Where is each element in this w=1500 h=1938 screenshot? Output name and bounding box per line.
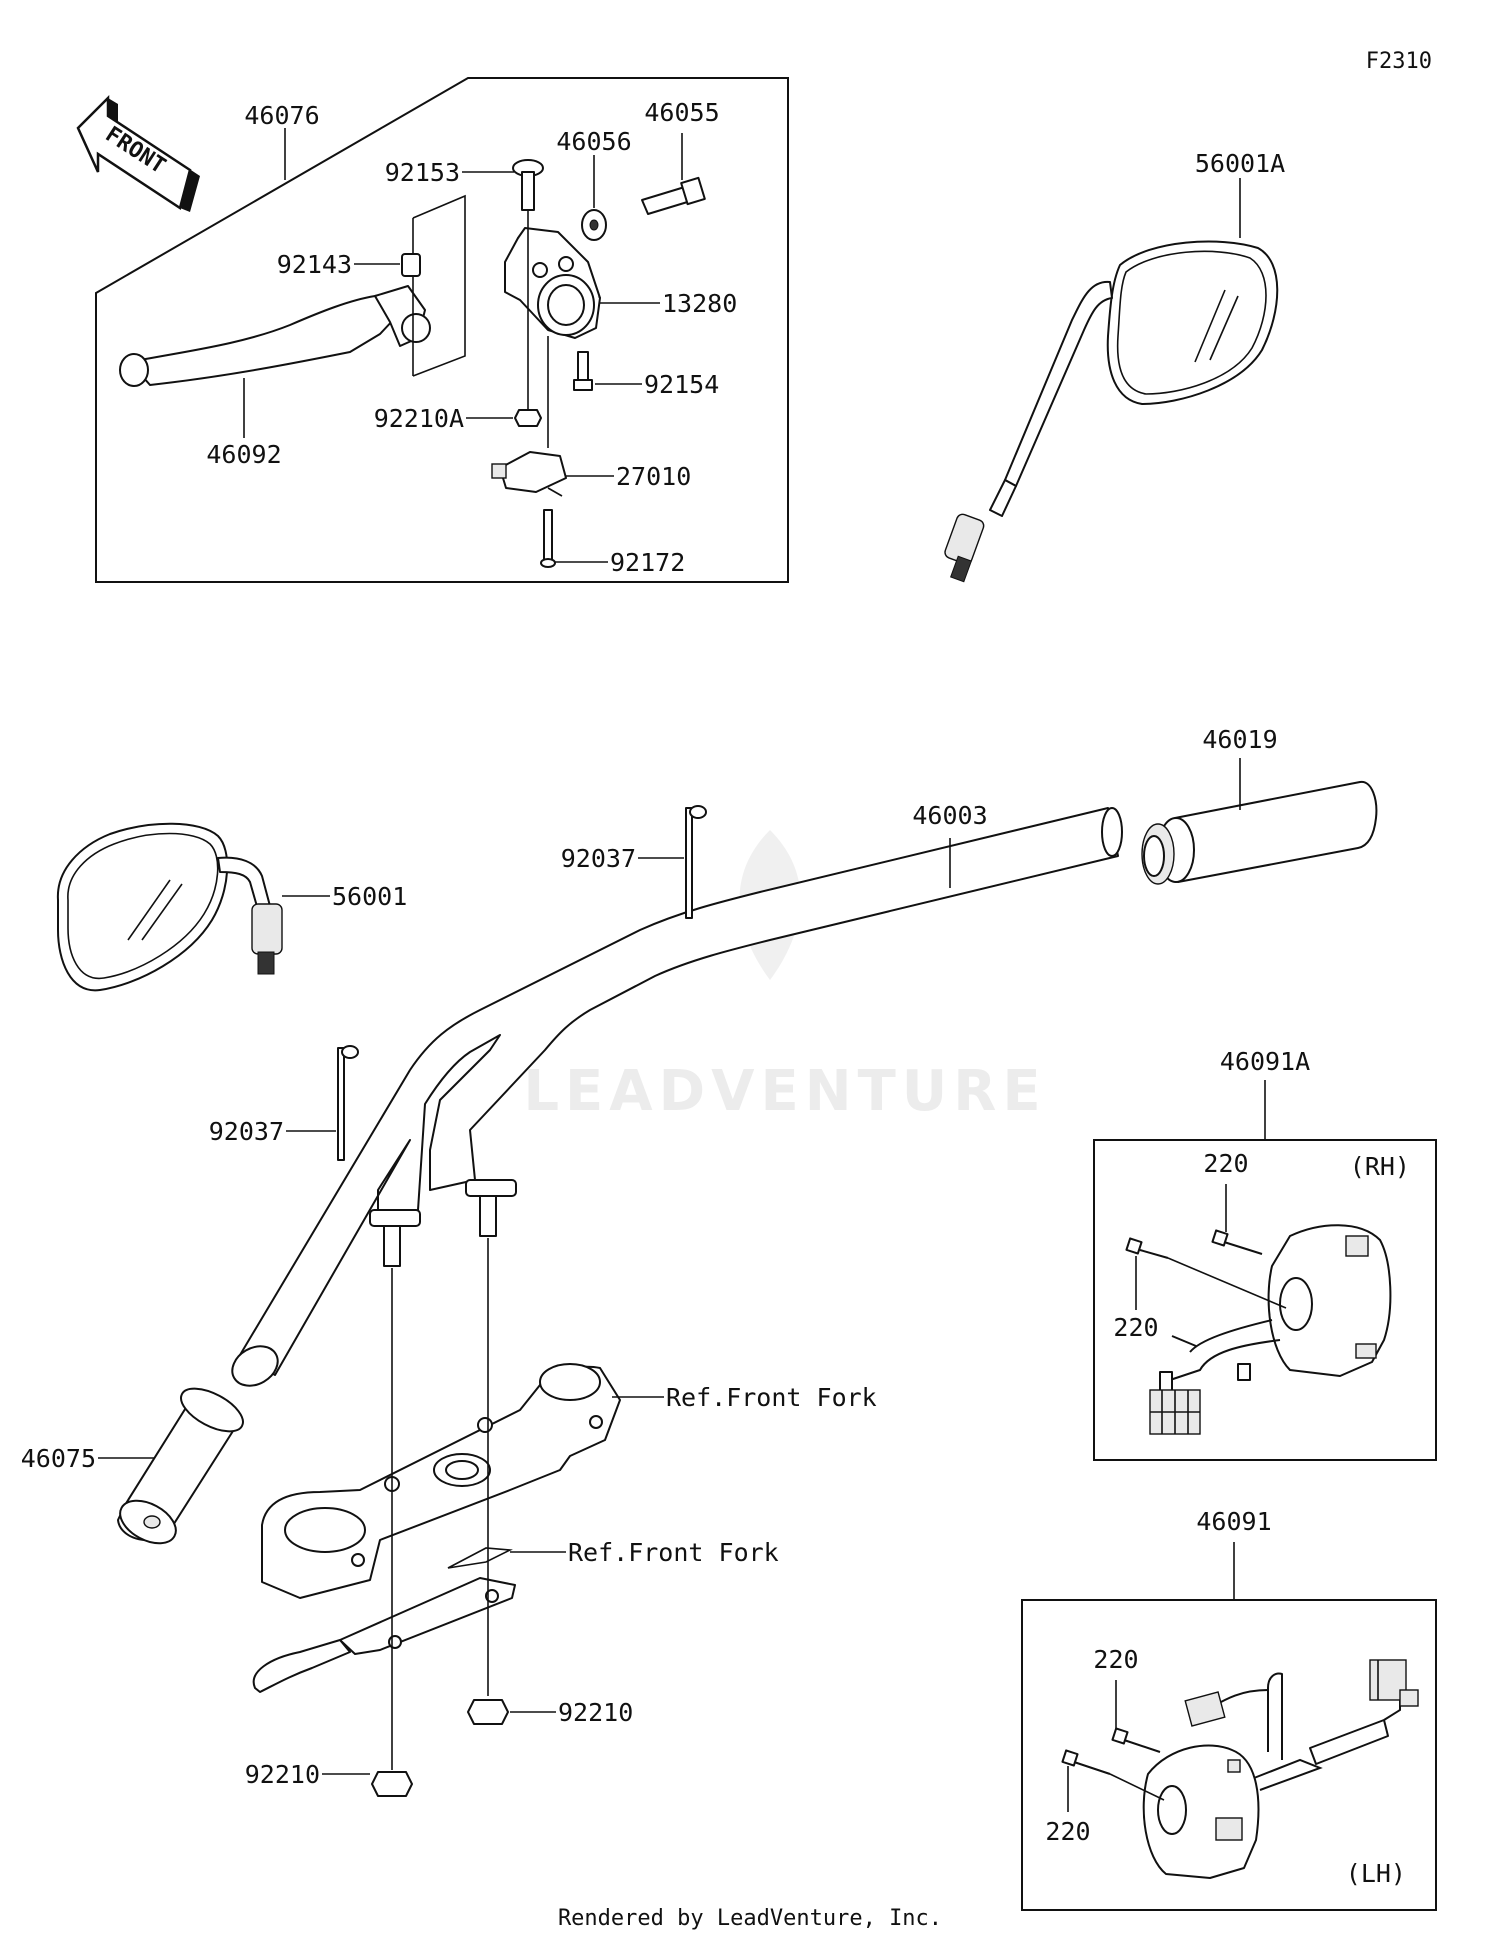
label-27010: 27010 bbox=[616, 462, 691, 491]
ref-front-fork-label-upper: Ref.Front Fork bbox=[666, 1383, 877, 1412]
part-46075-grip bbox=[117, 1387, 244, 1545]
label-220-lh-lower: 220 bbox=[1045, 1817, 1090, 1846]
part-13280-holder bbox=[504, 227, 601, 339]
part-220-screw-lh-lower bbox=[1061, 1749, 1111, 1775]
part-46091-switch bbox=[1142, 1744, 1260, 1879]
ref-front-fork-bracket bbox=[252, 1547, 516, 1693]
label-92172: 92172 bbox=[610, 548, 685, 577]
label-56001A: 56001A bbox=[1195, 149, 1285, 178]
part-46055-bolt bbox=[641, 176, 706, 215]
label-46056: 46056 bbox=[556, 127, 631, 156]
label-13280: 13280 bbox=[662, 289, 737, 318]
label-46092: 46092 bbox=[206, 440, 281, 469]
part-27010-switch bbox=[491, 451, 567, 497]
label-46003: 46003 bbox=[912, 801, 987, 830]
label-220-lh-upper: 220 bbox=[1093, 1645, 1138, 1674]
part-46092-lever bbox=[119, 285, 431, 387]
label-46075: 46075 bbox=[21, 1444, 96, 1473]
part-56001A-mirror bbox=[944, 240, 1279, 583]
part-92210A-nut bbox=[514, 409, 542, 427]
label-56001: 56001 bbox=[332, 882, 407, 911]
part-56001-mirror bbox=[56, 822, 283, 992]
part-92143-collar bbox=[401, 253, 421, 277]
label-92210A: 92210A bbox=[374, 404, 464, 433]
label-92037-upper: 92037 bbox=[561, 844, 636, 873]
label-92154: 92154 bbox=[644, 370, 719, 399]
part-92154-screw bbox=[573, 351, 593, 391]
label-46055: 46055 bbox=[644, 98, 719, 127]
part-92153-pin bbox=[512, 159, 544, 211]
part-92210-nut-left bbox=[371, 1771, 413, 1797]
label-92143: 92143 bbox=[277, 250, 352, 279]
label-46091: 46091 bbox=[1196, 1507, 1271, 1536]
label-46019: 46019 bbox=[1202, 725, 1277, 754]
part-220-screw-rh-lower bbox=[1125, 1237, 1169, 1259]
side-lh: (LH) bbox=[1346, 1859, 1406, 1888]
part-92210-nut-right bbox=[467, 1699, 509, 1725]
part-46019-grip bbox=[1141, 780, 1378, 885]
label-92153: 92153 bbox=[385, 158, 460, 187]
lever-assembly-box: 46076 46092 92143 92153 46056 bbox=[95, 77, 789, 583]
ref-front-fork-upper-clamp bbox=[261, 1363, 621, 1599]
ref-front-fork-label-lower: Ref.Front Fork bbox=[568, 1538, 779, 1567]
label-220-rh-upper: 220 bbox=[1203, 1149, 1248, 1178]
label-92210-left: 92210 bbox=[245, 1760, 320, 1789]
front-arrow-icon: FRONT bbox=[76, 94, 200, 212]
label-92210-right: 92210 bbox=[558, 1698, 633, 1727]
rh-switch-box: 46091A (RH) 220 220 bbox=[1093, 1047, 1437, 1461]
part-220-screw-rh-upper bbox=[1211, 1229, 1263, 1255]
part-220-screw-lh-upper bbox=[1111, 1727, 1161, 1753]
watermark-text: LEADVENTURE bbox=[523, 1059, 1046, 1124]
lh-switch-box: 46091 (LH) 220 220 bbox=[1021, 1507, 1437, 1911]
label-46076: 46076 bbox=[244, 101, 319, 130]
label-46091A: 46091A bbox=[1220, 1047, 1310, 1076]
side-rh: (RH) bbox=[1350, 1152, 1410, 1181]
footer-credit: Rendered by LeadVenture, Inc. bbox=[558, 1906, 942, 1931]
part-92037-tie-lower bbox=[337, 1045, 359, 1161]
diagram-code: F2310 bbox=[1366, 49, 1432, 74]
label-220-rh-lower: 220 bbox=[1113, 1313, 1158, 1342]
part-92037-tie-upper bbox=[685, 805, 707, 919]
part-46003-handlebar bbox=[231, 807, 1123, 1387]
part-92172-screw bbox=[540, 509, 556, 568]
label-92037-lower: 92037 bbox=[209, 1117, 284, 1146]
